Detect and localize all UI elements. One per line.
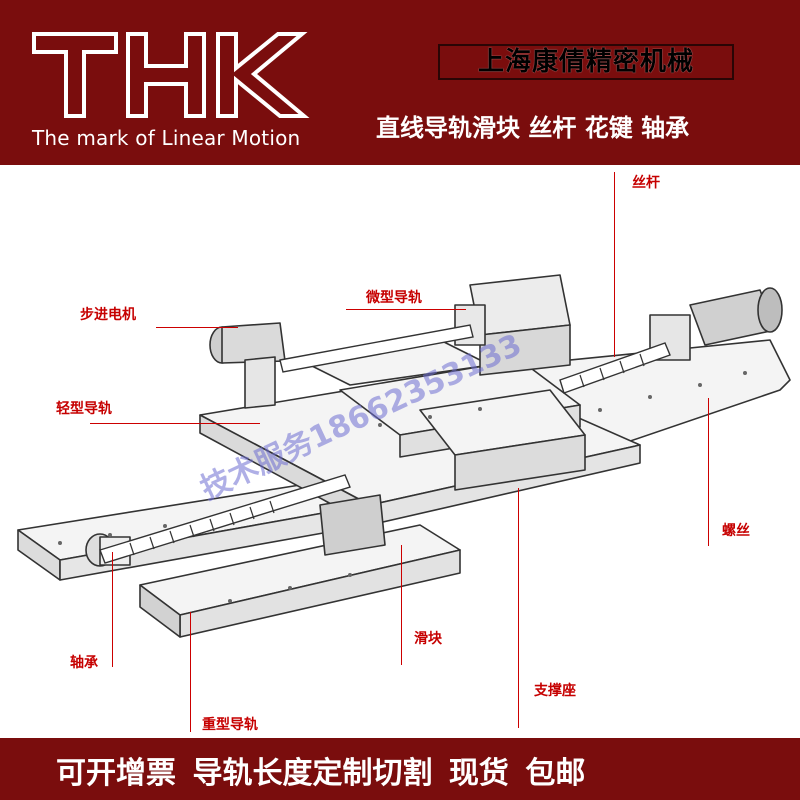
leader-stepper-motor	[156, 327, 238, 328]
leader-micro-rail	[346, 309, 466, 310]
linear-stage-drawing	[17, 274, 791, 638]
company-name: 上海康倩精密机械	[438, 44, 734, 80]
leader-screw-rod	[614, 172, 615, 357]
leader-slider	[401, 545, 402, 665]
label-slider: 滑块	[414, 631, 442, 647]
leader-light-rail	[90, 423, 260, 424]
footer-banner	[0, 738, 800, 800]
label-light-rail: 轻型导轨	[56, 401, 112, 417]
product-list: 直线导轨滑块 丝杆 花键 轴承	[376, 114, 690, 142]
logo-tagline: The mark of Linear Motion	[32, 126, 301, 150]
leader-support-seat	[518, 488, 519, 728]
thk-logo	[32, 32, 310, 118]
header-banner	[0, 0, 800, 165]
label-micro-rail: 微型导轨	[366, 290, 422, 306]
leader-bearing	[112, 552, 113, 667]
leader-nut	[708, 398, 709, 546]
footer-slogan: 可开增票 导轨长度定制切割 现货 包邮	[56, 756, 586, 791]
label-bearing: 轴承	[70, 655, 98, 671]
label-support-seat: 支撑座	[534, 683, 576, 699]
label-nut: 螺丝	[722, 523, 750, 539]
leader-heavy-rail	[190, 612, 191, 732]
label-heavy-rail: 重型导轨	[202, 717, 258, 733]
label-screw-rod: 丝杆	[632, 175, 660, 191]
label-stepper-motor: 步进电机	[80, 307, 136, 323]
